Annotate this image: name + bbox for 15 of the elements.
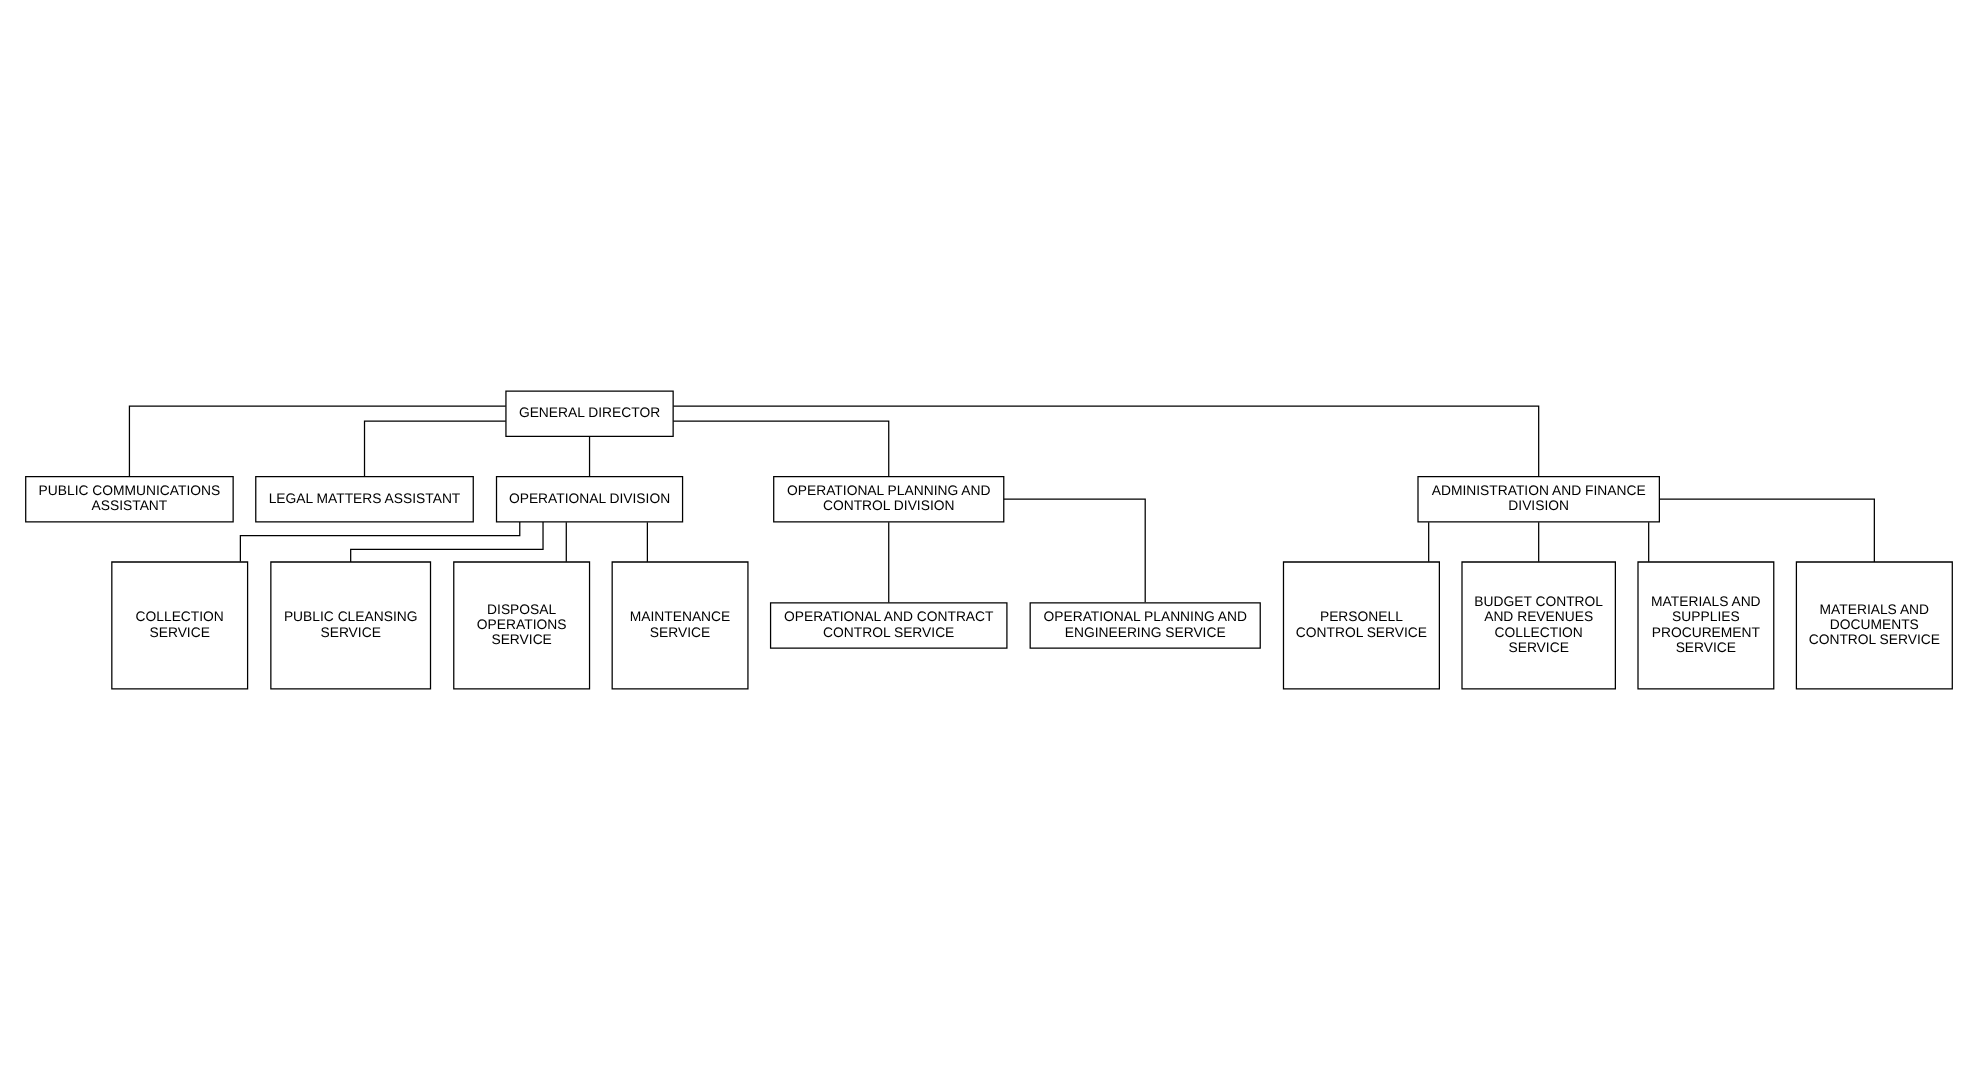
connector bbox=[1647, 521, 1649, 563]
connector bbox=[349, 521, 543, 563]
connector bbox=[1427, 521, 1429, 563]
connector bbox=[587, 435, 590, 477]
connector bbox=[362, 420, 506, 477]
connector bbox=[887, 521, 889, 604]
connector bbox=[238, 521, 520, 563]
connector bbox=[127, 405, 506, 477]
connector bbox=[671, 405, 1539, 477]
connector bbox=[564, 521, 566, 563]
connector bbox=[671, 420, 889, 477]
connector bbox=[645, 521, 647, 563]
connector bbox=[1002, 498, 1145, 603]
connector bbox=[1537, 521, 1539, 563]
connector bbox=[1657, 498, 1874, 563]
